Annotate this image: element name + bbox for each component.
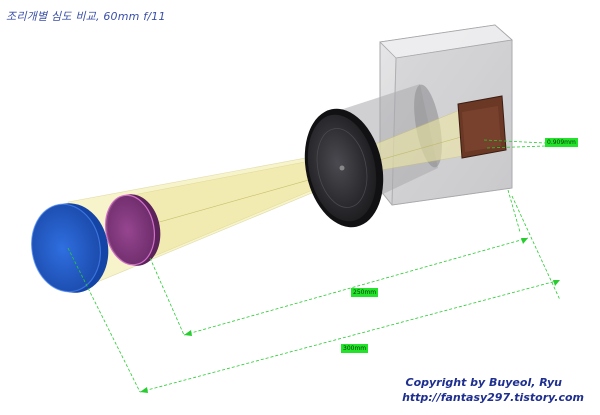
near-disc	[104, 194, 161, 266]
sensor	[457, 95, 507, 159]
diagram-title: 조리개별 심도 비교, 60mm f/11	[6, 10, 166, 23]
copyright-text: Copyright by Buyeol, Ryu	[405, 376, 563, 389]
far-disc	[31, 203, 109, 293]
far-distance-label: 300mm	[341, 344, 369, 353]
dimension-arrowheads	[140, 238, 560, 393]
coc-dimension-label: 0.909mm	[545, 138, 578, 147]
near-distance-label: 250mm	[351, 288, 379, 297]
lens	[304, 108, 384, 228]
dimension-lines	[67, 139, 561, 393]
blog-url: http://fantasy297.tistory.com	[402, 391, 584, 404]
